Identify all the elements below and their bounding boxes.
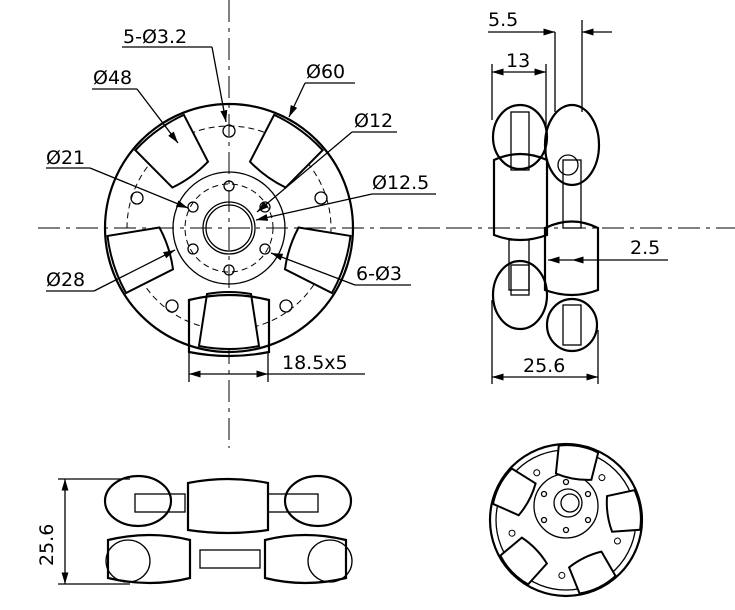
side-left-middle-roller: [492, 152, 549, 242]
label-holes-6: 6-Ø3: [356, 263, 402, 285]
label-dim-2-5: 2.5: [630, 237, 660, 259]
label-dim-25-6: 25.6: [523, 355, 565, 377]
side-right-top-roller: [543, 103, 601, 187]
rim-holes-5: [130, 124, 328, 313]
label-dia-28: Ø28: [46, 269, 85, 291]
bore-inner-circle: [205, 204, 253, 252]
label-dia-48: Ø48: [93, 67, 132, 89]
iso-roller: [605, 489, 642, 545]
label-dia-12-5: Ø12.5: [372, 172, 429, 194]
label-slot: 18.5x5: [282, 352, 348, 374]
bottom-top-center-roller: [186, 477, 270, 535]
label-holes-5: 5-Ø3.2: [123, 26, 187, 48]
side-right-middle-roller: [543, 220, 600, 297]
outer-rim-circle: [103, 102, 355, 354]
isometric-view: [488, 442, 644, 598]
label-dim-5-5: 5.5: [488, 9, 518, 31]
label-dia-60: Ø60: [306, 61, 345, 83]
front-view: 5-Ø3.2 Ø48 Ø60 Ø12 Ø21 Ø12.5 Ø28 6-Ø3 18…: [38, 0, 450, 448]
front-bottom-roller: [187, 293, 271, 358]
label-dia-21: Ø21: [46, 147, 85, 169]
hub-outer-circle: [172, 171, 286, 285]
iso-roller: [558, 550, 617, 595]
front-roller-window: [197, 291, 261, 350]
iso-hub-holes: [540, 478, 592, 534]
front-roller-window: [283, 226, 352, 295]
iso-rollers: [491, 444, 642, 595]
side-left-top-roller: [491, 103, 549, 171]
front-roller-window: [133, 113, 210, 189]
side-left-bottom-roller: [491, 259, 549, 331]
label-dim-13: 13: [506, 50, 530, 72]
iso-roller: [499, 529, 549, 586]
bore-circle: [202, 201, 256, 255]
side-right-bottom-roller: [545, 297, 599, 353]
label-dia-12: Ø12: [354, 110, 393, 132]
side-view: 5.5 13 2.5 25.6: [450, 9, 735, 384]
front-roller-window: [248, 113, 325, 189]
label-bottom-25-6: 25.6: [36, 524, 58, 566]
bottom-view: 25.6: [36, 474, 353, 585]
iso-roller: [491, 467, 541, 517]
hole-pitch-circle: [184, 183, 274, 273]
front-roller-slots: [106, 113, 352, 350]
roller-pitch-circle: [126, 125, 332, 331]
iso-roller: [554, 444, 606, 482]
front-roller-window: [106, 226, 175, 295]
